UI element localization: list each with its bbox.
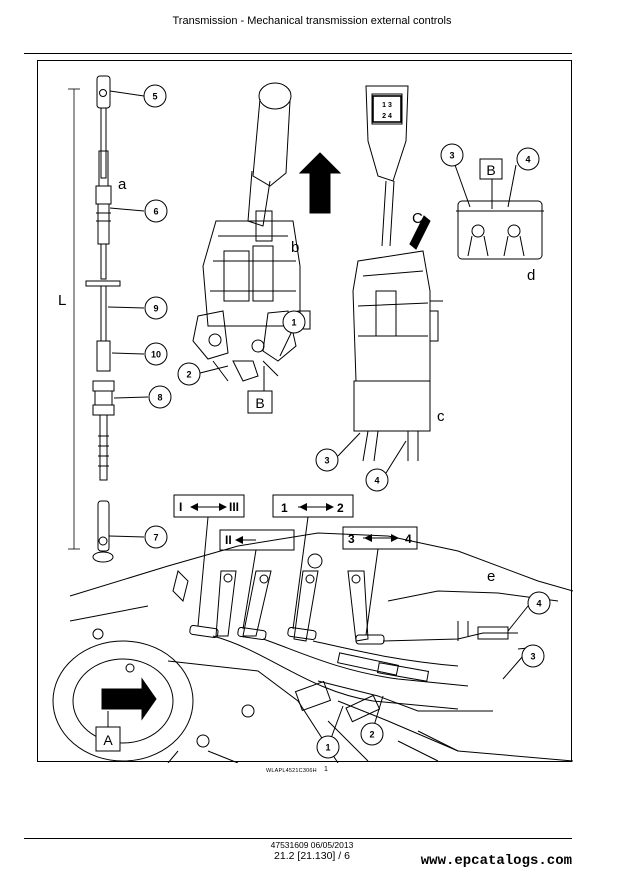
callout-9: 9 xyxy=(153,304,158,314)
transmission-housing-e xyxy=(52,532,573,763)
figure-number: 1 xyxy=(324,766,328,773)
detail-box-b: B xyxy=(486,162,495,178)
view-box-b: B xyxy=(255,395,264,411)
callout-6: 6 xyxy=(153,207,158,217)
view-box-a: A xyxy=(103,732,113,748)
label-e: e xyxy=(487,568,495,585)
label-b: b xyxy=(291,239,299,256)
figure-frame: 5 6 9 10 8 7 1 2 3 4 3 4 4 3 2 1 a b c d… xyxy=(37,60,573,763)
knob-pattern-bottom: 2 4 xyxy=(382,113,392,120)
gear-label-2: 2 xyxy=(337,501,344,515)
label-a: a xyxy=(118,176,127,193)
range-box-2 xyxy=(219,529,295,551)
callout-c-4: 4 xyxy=(374,476,379,486)
forward-arrow-icon xyxy=(298,152,342,214)
callout-d-3: 3 xyxy=(449,151,454,161)
document-info: 47531609 06/05/2013 xyxy=(270,840,354,850)
gear-label-1: 1 xyxy=(281,501,288,515)
callout-circles xyxy=(143,84,551,759)
callout-e-1: 1 xyxy=(325,743,330,753)
knob-pattern-top: 1 3 xyxy=(382,102,392,109)
label-length-l: L xyxy=(58,292,66,309)
callout-d-4: 4 xyxy=(525,155,530,165)
gear-label-3: 3 xyxy=(348,532,355,546)
callout-7: 7 xyxy=(153,533,158,543)
callout-c-3: 3 xyxy=(324,456,329,466)
transmission-controls-illustration: 5 6 9 10 8 7 1 2 3 4 3 4 4 3 2 1 a b c d… xyxy=(52,75,573,763)
gear-label-iii: III xyxy=(229,500,239,514)
callout-e-4: 4 xyxy=(536,599,541,609)
footer-rule xyxy=(24,838,572,839)
callout-b-2: 2 xyxy=(186,370,191,380)
page-title: Transmission - Mechanical transmission e… xyxy=(172,15,452,27)
view-arrow-c-icon xyxy=(409,215,431,250)
callout-b-1: 1 xyxy=(291,318,296,328)
header-rule xyxy=(24,53,572,54)
gear-lever-assembly-c xyxy=(352,85,443,462)
range-box-1-3 xyxy=(173,494,245,518)
footer: 47531609 06/05/2013 21.2 [21.130] / 6 xyxy=(0,840,624,862)
range-box-1-2 xyxy=(272,494,354,518)
gear-label-ii: II xyxy=(225,533,232,547)
gear-label-i: I xyxy=(179,500,182,514)
callout-5: 5 xyxy=(152,92,157,102)
view-arrow-a-icon xyxy=(101,677,157,721)
label-c: c xyxy=(437,408,445,425)
watermark: www.epcatalogs.com xyxy=(420,853,572,869)
gear-label-4: 4 xyxy=(405,532,412,546)
cable-assembly xyxy=(68,75,121,563)
label-view-c: C xyxy=(412,210,423,227)
callout-e-3: 3 xyxy=(530,652,535,662)
label-d: d xyxy=(527,267,535,284)
gear-lever-assembly-b xyxy=(192,82,311,382)
callout-e-2: 2 xyxy=(369,730,374,740)
detail-view-d xyxy=(456,200,544,260)
figure-reference: WLAPL4521C306H xyxy=(266,768,317,774)
range-box-3-4 xyxy=(342,526,418,550)
callout-10: 10 xyxy=(151,350,161,360)
callout-8: 8 xyxy=(157,393,162,403)
page-number: 21.2 [21.130] / 6 xyxy=(274,850,350,862)
